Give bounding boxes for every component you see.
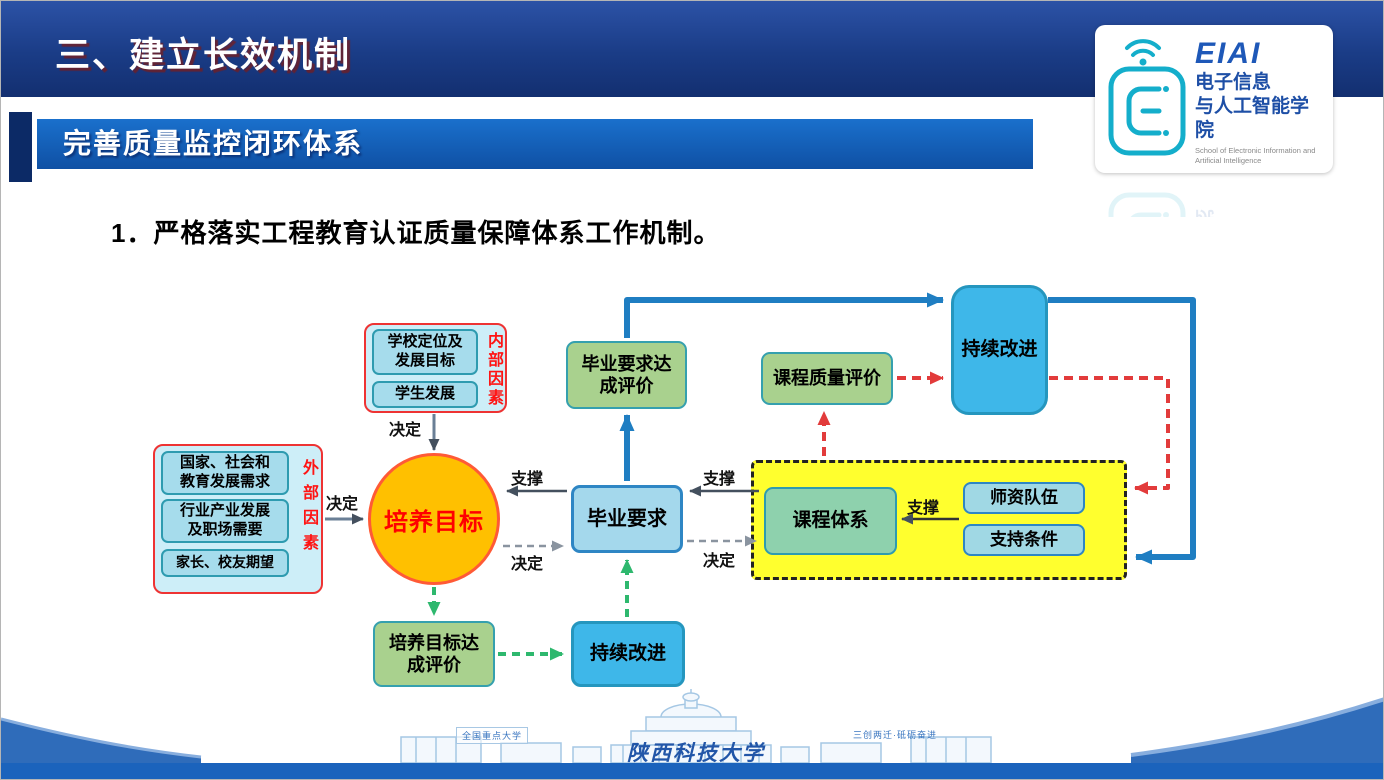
internal-factors-label: 内部因素 [485,332,502,408]
footer-left-badge: 全国重点大学 [456,727,529,744]
section-banner: 完善质量监控闭环体系 [37,119,1033,169]
course-system-box: 课程体系 [764,487,897,555]
internal-factor-item-2: 学生发展 [372,381,478,408]
label-decide-external: 决定 [326,496,359,513]
label-decide-internal: 决定 [389,422,422,439]
external-factor-item-2: 行业产业发展及职场需要 [161,499,289,543]
grad-req-evaluation-box: 毕业要求达成评价 [566,341,687,409]
eiai-logo-icon-reflection [1103,183,1191,217]
logo-acronym: EIAI [1195,37,1262,70]
support-conditions-box: 支持条件 [963,524,1085,556]
building-watermark [381,689,1011,766]
label-support-faculty: 支撑 [907,500,940,517]
label-decide-course: 决定 [703,553,736,570]
continuous-improvement-bottom-box: 持续改进 [571,621,685,687]
slide-title: 三、建立长效机制 [55,36,352,75]
banner-accent [9,112,32,182]
banner-title: 完善质量监控闭环体系 [63,128,364,159]
external-factor-item-3: 家长、校友期望 [161,549,289,577]
logo-name-line1: 电子信息 [1195,72,1272,93]
external-factors-label: 外部因素 [300,459,317,559]
label-support-course: 支撑 [703,471,736,488]
logo-name-line2: 与人工智能学院 [1195,95,1310,141]
university-name: 陕西科技大学 [627,741,765,765]
logo-card: EIAI 电子信息 与人工智能学院 School of Electronic I… [1095,25,1333,173]
footer-right-badge: 三创两迁·砥砺奋进 [853,730,937,740]
eiai-logo-icon [1108,39,1186,156]
body-point-1: 1．严格落实工程教育认证质量保障体系工作机制。 [111,218,721,248]
graduation-requirements-box: 毕业要求 [571,485,683,553]
training-goal-circle: 培养目标 [368,453,500,585]
footer-waves [1,697,1383,779]
logo-reflection: EIAI 电子信息 与人工智能学院 [1095,175,1333,217]
external-factor-item-1: 国家、社会和教育发展需求 [161,451,289,495]
course-quality-evaluation-box: 课程质量评价 [761,352,893,405]
logo-subtitle: School of Electronic Information and Art… [1195,146,1316,165]
footer-bar [1,763,1383,779]
faculty-box: 师资队伍 [963,482,1085,514]
goal-evaluation-box: 培养目标达成评价 [373,621,495,687]
label-support-gradreq: 支撑 [511,471,544,488]
internal-factor-item-1: 学校定位及发展目标 [372,329,478,375]
continuous-improvement-top-box: 持续改进 [951,285,1048,415]
label-decide-gradreq: 决定 [511,556,544,573]
